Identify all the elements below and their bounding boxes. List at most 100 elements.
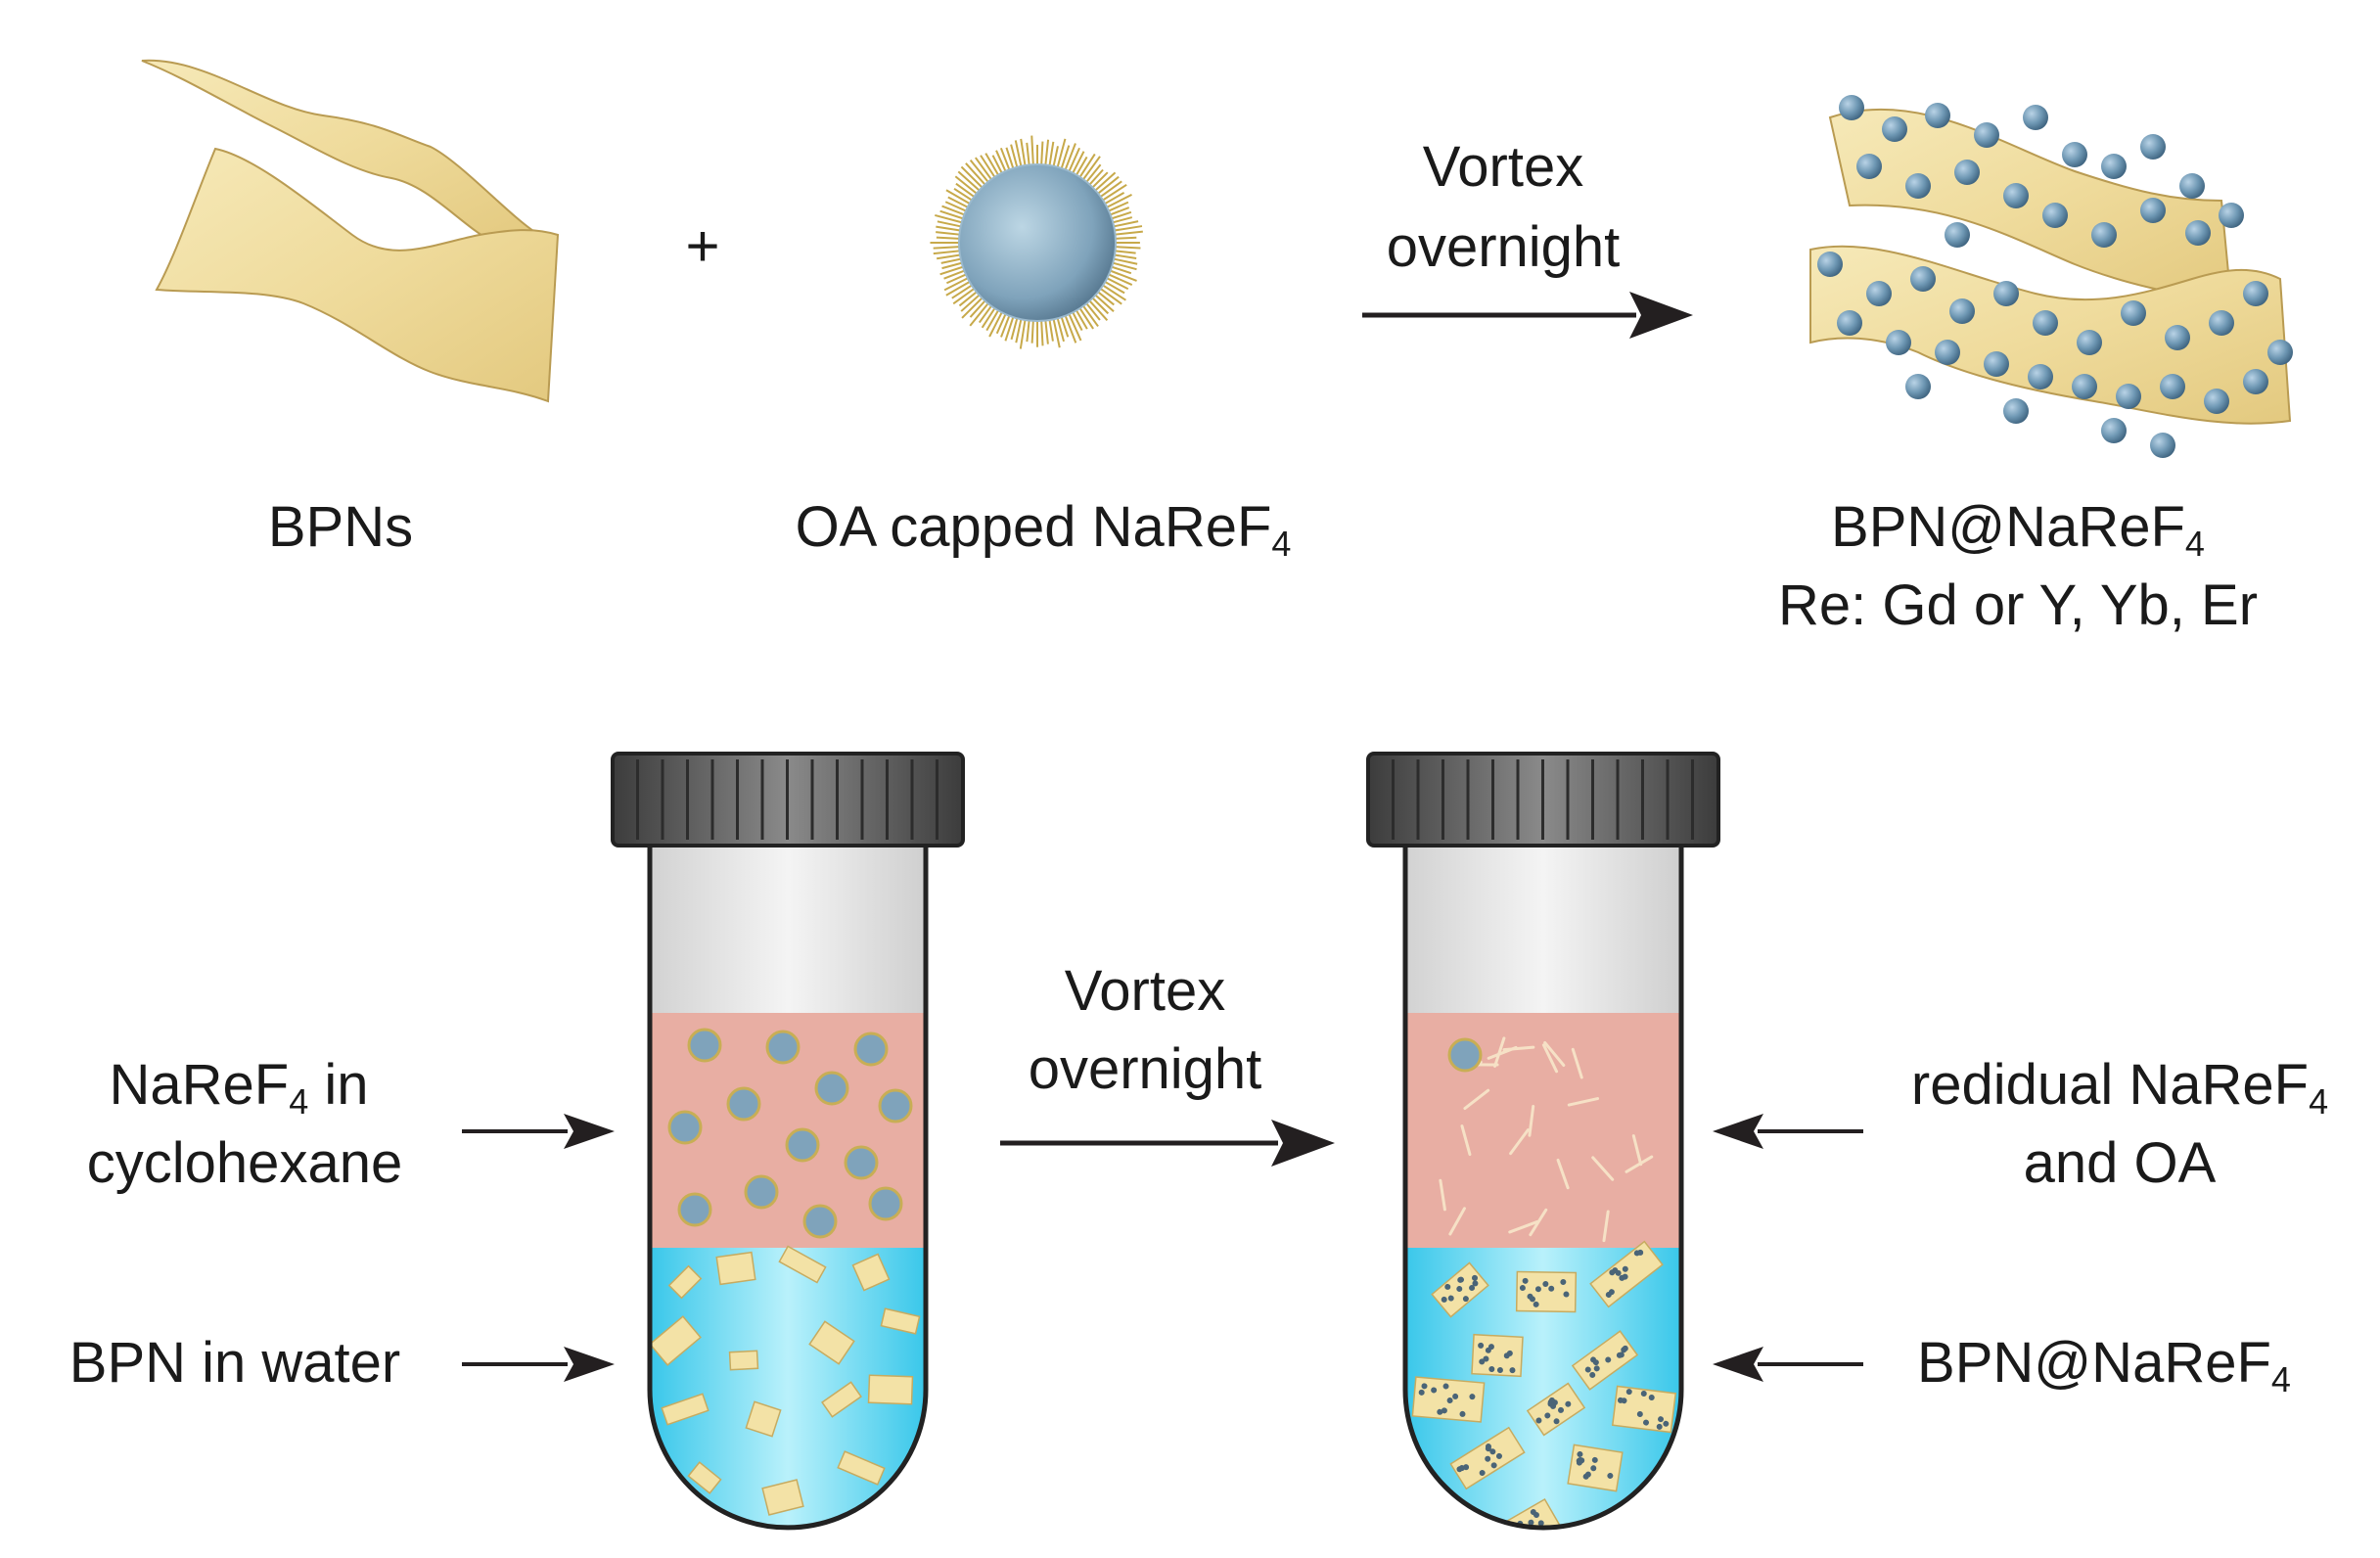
bpn-flake — [778, 1245, 827, 1284]
bpn-nareF4-product-illustration — [1809, 95, 2293, 458]
attached-nanoparticle-dot — [1459, 1410, 1466, 1417]
attached-nanoparticle-dot — [1608, 1289, 1615, 1296]
attached-nanoparticle-dot — [1622, 1345, 1628, 1352]
attached-nanoparticle-dot — [1589, 1371, 1596, 1378]
attached-nanoparticle-dot — [1485, 1347, 1491, 1353]
oa-capped-nanoparticle-illustration — [930, 135, 1143, 349]
nanoparticle-dot — [2003, 398, 2029, 424]
nanoparticle-dot — [2267, 340, 2293, 365]
right-organic-label-line2: and OA — [2024, 1131, 2217, 1195]
attached-nanoparticle-dot — [1528, 1519, 1534, 1526]
attached-nanoparticle-dot — [1607, 1473, 1614, 1480]
residual-oa-strand — [1631, 1134, 1643, 1167]
nanoparticle-dot — [1984, 351, 2009, 377]
attached-nanoparticle-dot — [1591, 1456, 1598, 1463]
bpn-flake — [808, 1320, 855, 1365]
bpns-label: BPNs — [268, 495, 413, 559]
attached-nanoparticle-dot — [1617, 1397, 1624, 1403]
attached-nanoparticle-dot — [1458, 1465, 1465, 1472]
residual-oa-strand — [1625, 1155, 1654, 1173]
nanoparticle-dot — [2185, 220, 2211, 246]
nanoparticle-dot — [2091, 222, 2117, 248]
attached-nanoparticle-dot — [1441, 1407, 1447, 1414]
nanoparticle-dot — [2028, 364, 2053, 390]
bpn-flake — [761, 1479, 804, 1516]
nanoparticle-dot — [2209, 310, 2234, 336]
attached-nanoparticle-dot — [1458, 1276, 1465, 1283]
nanoparticle-dot — [2150, 433, 2175, 458]
attached-nanoparticle-dot — [1640, 1390, 1647, 1397]
attached-nanoparticle-dot — [1548, 1285, 1555, 1292]
attached-nanoparticle-dot — [1442, 1383, 1449, 1390]
attached-nanoparticle-dot — [1452, 1393, 1459, 1399]
left-water-label: BPN in water — [69, 1331, 400, 1395]
decorated-bpn-flake — [1526, 1382, 1586, 1437]
attached-nanoparticle-dot — [1525, 1531, 1533, 1538]
nanoparticle-dot — [2179, 173, 2205, 199]
attached-nanoparticle-dot — [1495, 1452, 1502, 1459]
nanoparticle-dot — [2160, 374, 2185, 399]
attached-nanoparticle-dot — [1557, 1406, 1564, 1413]
attached-nanoparticle-dot — [1485, 1455, 1491, 1462]
top-arrow-label-line2: overnight — [1387, 215, 1621, 279]
decorated-bpn-flake — [1589, 1240, 1664, 1308]
attached-nanoparticle-dot — [1542, 1281, 1549, 1288]
attached-nanoparticle-dot — [1577, 1450, 1583, 1457]
attached-nanoparticle-dot — [1576, 1459, 1582, 1466]
decorated-bpn-flake — [1471, 1333, 1524, 1378]
nanoparticle-dot — [1925, 103, 1950, 128]
attached-nanoparticle-dot — [1483, 1355, 1489, 1362]
nanoparticle-dot — [2072, 374, 2097, 399]
residual-oa-strand — [1509, 1128, 1530, 1156]
attached-nanoparticle-dot — [1553, 1418, 1560, 1425]
attached-nanoparticle-dot — [1584, 1366, 1591, 1373]
nanoparticle-dot — [1882, 116, 1907, 142]
nanoparticle-dot — [1954, 160, 1980, 185]
attached-nanoparticle-dot — [1625, 1389, 1632, 1396]
residual-oa-strand — [1543, 1040, 1566, 1067]
oa-nanoparticle — [853, 1031, 889, 1067]
right-water-pointer-arrow — [1713, 1347, 1863, 1382]
oa-nanoparticle — [765, 1030, 801, 1065]
nanoparticle-dot — [1817, 252, 1843, 277]
nanoparticle-dot — [1839, 95, 1864, 120]
nanoparticle-dot — [2003, 183, 2029, 208]
attached-nanoparticle-dot — [1512, 1535, 1520, 1542]
decorated-bpn-flake — [1611, 1385, 1677, 1434]
nanoparticle-dot — [1949, 298, 1975, 324]
nanoparticle-dot — [1905, 374, 1931, 399]
attached-nanoparticle-dot — [1479, 1358, 1486, 1365]
oa-nanoparticle — [802, 1204, 838, 1239]
attached-nanoparticle-dot — [1544, 1412, 1551, 1419]
attached-nanoparticle-dot — [1590, 1465, 1597, 1472]
left-organic-label-line2: cyclohexane — [87, 1131, 402, 1195]
nanoparticle-dot — [2204, 389, 2229, 414]
nanoparticle-dot — [2140, 134, 2166, 160]
nanoparticle-dot — [1935, 340, 1960, 365]
nanoparticle-dot — [1856, 154, 1882, 179]
attached-nanoparticle-dot — [1496, 1367, 1503, 1374]
nanoparticle-dot — [2077, 330, 2102, 355]
attached-nanoparticle-dot — [1622, 1273, 1628, 1280]
nanoparticle-dot — [2243, 369, 2268, 394]
attached-nanoparticle-dot — [1469, 1394, 1476, 1400]
residual-oa-strand — [1567, 1097, 1600, 1107]
nanoparticle-dot — [1993, 281, 2019, 306]
nanoparticle-dot — [1905, 173, 1931, 199]
attached-nanoparticle-dot — [1584, 1471, 1591, 1478]
bpn-flake — [661, 1393, 709, 1426]
bottom-arrow-label-line1: Vortex — [1065, 959, 1225, 1023]
oa-nanoparticle — [677, 1192, 712, 1227]
residual-oa-strand — [1493, 1036, 1506, 1068]
bpn-flake — [867, 1374, 914, 1405]
left-test-tube — [611, 752, 965, 1531]
attached-nanoparticle-dot — [1633, 1250, 1640, 1257]
attached-nanoparticle-dot — [1592, 1359, 1599, 1366]
left-organic-label-line1: NaReF4 in — [109, 1053, 368, 1122]
attached-nanoparticle-dot — [1622, 1265, 1628, 1272]
bottom-arrow-label-line2: overnight — [1029, 1037, 1262, 1101]
nanoparticle-dot — [2023, 105, 2048, 130]
residual-nanoparticle — [1447, 1037, 1483, 1073]
nanoparticle-dot — [2062, 142, 2087, 167]
nanoparticle-dot — [2101, 154, 2127, 179]
